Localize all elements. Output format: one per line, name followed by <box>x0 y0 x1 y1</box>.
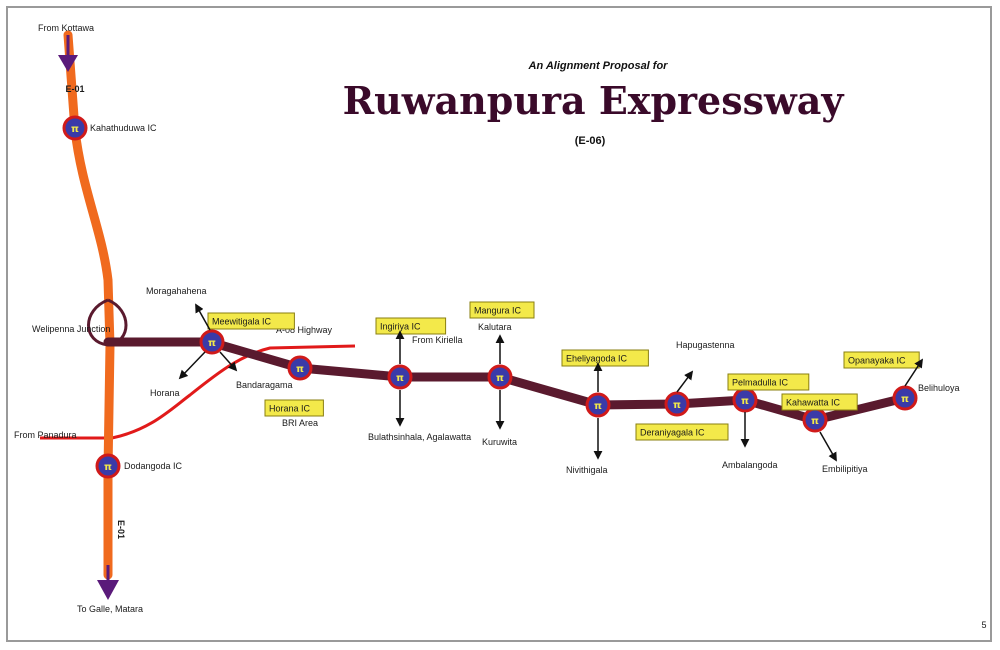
interchange-markers: π π π π π π π π π π π <box>62 115 918 479</box>
svg-text:π: π <box>71 124 79 135</box>
place-bulathsinhala: Bulathsinhala, Agalawatta <box>368 432 471 442</box>
title-prefix: An Alignment Proposal for <box>528 60 669 72</box>
side-road-arrows <box>178 303 923 462</box>
e01-south-label: E-01 <box>116 520 126 539</box>
svg-text:π: π <box>208 338 216 349</box>
svg-text:Pelmadulla IC: Pelmadulla IC <box>732 378 789 388</box>
interchange-labels: Kahathuduwa IC Dodangoda IC Meewitigala IC… <box>90 123 920 471</box>
place-belihuloya: Belihuloya <box>918 383 960 393</box>
svg-text:Kahawatta IC: Kahawatta IC <box>786 398 841 408</box>
place-ambalangoda: Ambalangoda <box>722 460 778 470</box>
to-galle-label: To Galle, Matara <box>77 604 143 614</box>
e01-north-arrow <box>58 35 78 72</box>
interchange-label-horana: Horana IC <box>264 399 324 417</box>
ruwanpura-expressway-line <box>103 337 910 425</box>
place-embilipitiya: Embilipitiya <box>822 464 868 474</box>
svg-text:π: π <box>901 394 909 405</box>
interchange-label-dodangoda: Dodangoda IC <box>124 461 183 471</box>
interchange-marker-kahawatta: π <box>802 407 828 433</box>
interchange-label-pelmadulla: Pelmadulla IC <box>727 373 810 391</box>
title-code: (E-06) <box>575 135 606 147</box>
svg-text:π: π <box>594 401 602 412</box>
from-panadura-label: From Panadura <box>14 430 77 440</box>
place-hapugastenna: Hapugastenna <box>676 340 735 350</box>
place-from-kiriella: From Kiriella <box>412 335 463 345</box>
interchange-label-meewitigala: Meewitigala IC <box>207 312 295 330</box>
interchange-marker-mangura: π <box>487 364 513 390</box>
svg-text:Dodangoda IC: Dodangoda IC <box>124 461 183 471</box>
interchange-marker-pelmadulla: π <box>732 387 758 413</box>
svg-text:π: π <box>496 373 504 384</box>
place-bri-area: BRI Area <box>282 418 318 428</box>
place-nivithigala: Nivithigala <box>566 465 608 475</box>
interchange-label-deraniyagala: Deraniyagala IC <box>635 423 729 441</box>
svg-text:Meewitigala IC: Meewitigala IC <box>212 317 272 327</box>
interchange-marker-kahathuduwa: π <box>62 115 88 141</box>
svg-text:π: π <box>741 396 749 407</box>
interchange-label-mangura: Mangura IC <box>469 301 535 319</box>
svg-text:Deraniyagala IC: Deraniyagala IC <box>640 428 705 438</box>
interchange-label-eheliyagoda: Eheliyagoda IC <box>561 349 649 367</box>
place-kuruwita: Kuruwita <box>482 437 517 447</box>
interchange-label-ingiriya: Ingiriya IC <box>375 317 447 335</box>
svg-text:π: π <box>811 416 819 427</box>
interchange-marker-dodangoda: π <box>95 453 121 479</box>
interchange-marker-opanayaka: π <box>892 385 918 411</box>
interchange-marker-ingiriya: π <box>387 364 413 390</box>
svg-text:Horana IC: Horana IC <box>269 404 311 414</box>
a08-highway-label: A-08 Highway <box>276 325 333 335</box>
svg-text:Kahathuduwa IC: Kahathuduwa IC <box>90 123 157 133</box>
place-bandaragama: Bandaragama <box>236 380 293 390</box>
svg-text:Opanayaka IC: Opanayaka IC <box>848 356 906 366</box>
place-kalutara: Kalutara <box>478 322 512 332</box>
e01-south-arrow <box>97 565 119 600</box>
svg-text:Mangura IC: Mangura IC <box>474 306 522 316</box>
from-kottawa-label: From Kottawa <box>38 23 94 33</box>
interchange-marker-eheliyagoda: π <box>585 392 611 418</box>
interchange-label-kahawatta: Kahawatta IC <box>781 393 858 411</box>
svg-text:Eheliyagoda IC: Eheliyagoda IC <box>566 354 628 364</box>
interchange-label-kahathuduwa: Kahathuduwa IC <box>90 123 157 133</box>
svg-text:π: π <box>104 462 112 473</box>
interchange-marker-deraniyagala: π <box>664 391 690 417</box>
page-title: Ruwanpura Expressway <box>343 78 845 123</box>
e01-expressway-line <box>63 30 115 580</box>
welipenna-junction-label: Welipenna Junction <box>32 324 110 334</box>
interchange-label-opanayaka: Opanayaka IC <box>843 351 920 369</box>
interchange-marker-horana: π <box>287 355 313 381</box>
interchange-marker-meewitigala: π <box>199 329 225 355</box>
svg-text:π: π <box>296 364 304 375</box>
svg-text:Ingiriya IC: Ingiriya IC <box>380 322 421 332</box>
map-frame <box>6 6 992 642</box>
svg-text:π: π <box>396 373 404 384</box>
svg-text:π: π <box>673 400 681 411</box>
e01-north-label: E-01 <box>65 84 84 94</box>
page-number: 5 <box>981 620 986 630</box>
place-moragahahena: Moragahahena <box>146 286 207 296</box>
place-horana-town: Horana <box>150 388 180 398</box>
